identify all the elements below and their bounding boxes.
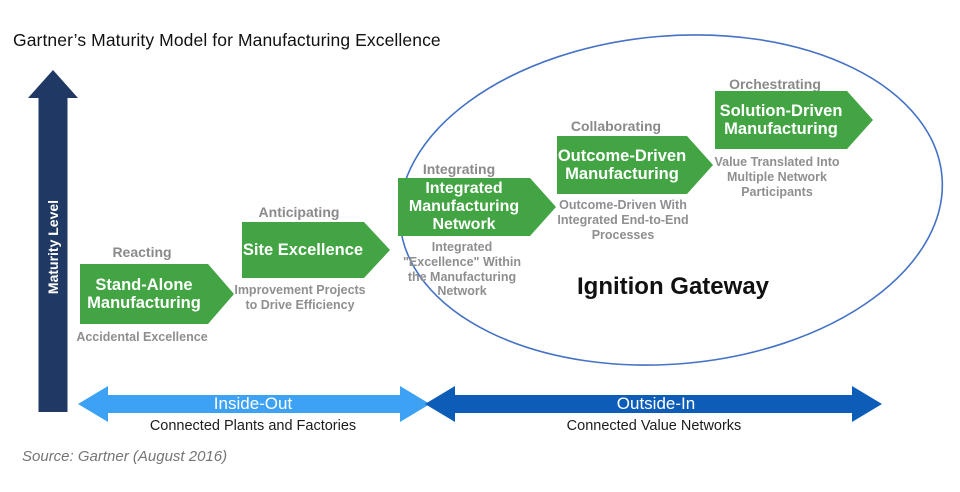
inside-out-arrow	[78, 386, 430, 422]
stage-3-phase-label: Integrating	[422, 161, 496, 177]
ignition-gateway-label: Ignition Gateway	[576, 273, 770, 300]
stage-5-note: Value Translated Into Multiple Network P…	[714, 155, 840, 199]
stage-4-note: Outcome-Driven With Integrated End-to-En…	[557, 198, 689, 242]
page-title: Gartner’s Maturity Model for Manufacturi…	[13, 30, 441, 50]
stage-4-name: Outcome-Driven Manufacturing	[557, 146, 687, 183]
stage-1-note: Accidental Excellence	[76, 330, 208, 344]
outside-in-arrow	[425, 386, 882, 422]
maturity-level-label: Maturity Level	[45, 199, 61, 295]
stage-1-arrow	[80, 264, 234, 324]
stage-3-arrow	[398, 178, 556, 236]
stage-5-phase-label: Orchestrating	[729, 76, 821, 92]
stage-2-name: Site Excellence	[242, 240, 364, 259]
stage-4-arrow	[557, 136, 713, 194]
inside-out-label: Inside-Out	[213, 394, 293, 413]
stage-5-name: Solution-Driven Manufacturing	[719, 101, 843, 138]
stage-2-phase-label: Anticipating	[258, 204, 340, 220]
stage-2-note: Improvement Projects to Drive Efficiency	[234, 283, 366, 312]
source-citation: Source: Gartner (August 2016)	[22, 448, 228, 465]
stage-1-phase-label: Reacting	[112, 244, 172, 260]
stage-5-arrow	[715, 91, 873, 149]
outside-in-sublabel: Connected Value Networks	[566, 418, 742, 434]
stage-3-note: Integrated "Excellence" Within the Manuf…	[402, 240, 522, 299]
inside-out-sublabel: Connected Plants and Factories	[149, 418, 357, 434]
stage-3-name: Integrated Manufacturing Network	[408, 180, 520, 233]
outside-in-label: Outside-In	[616, 394, 696, 413]
stage-2-arrow	[242, 222, 390, 278]
maturity-level-arrow	[28, 70, 78, 412]
stage-1-name: Stand-Alone Manufacturing	[87, 275, 201, 312]
stage-4-phase-label: Collaborating	[570, 118, 662, 134]
